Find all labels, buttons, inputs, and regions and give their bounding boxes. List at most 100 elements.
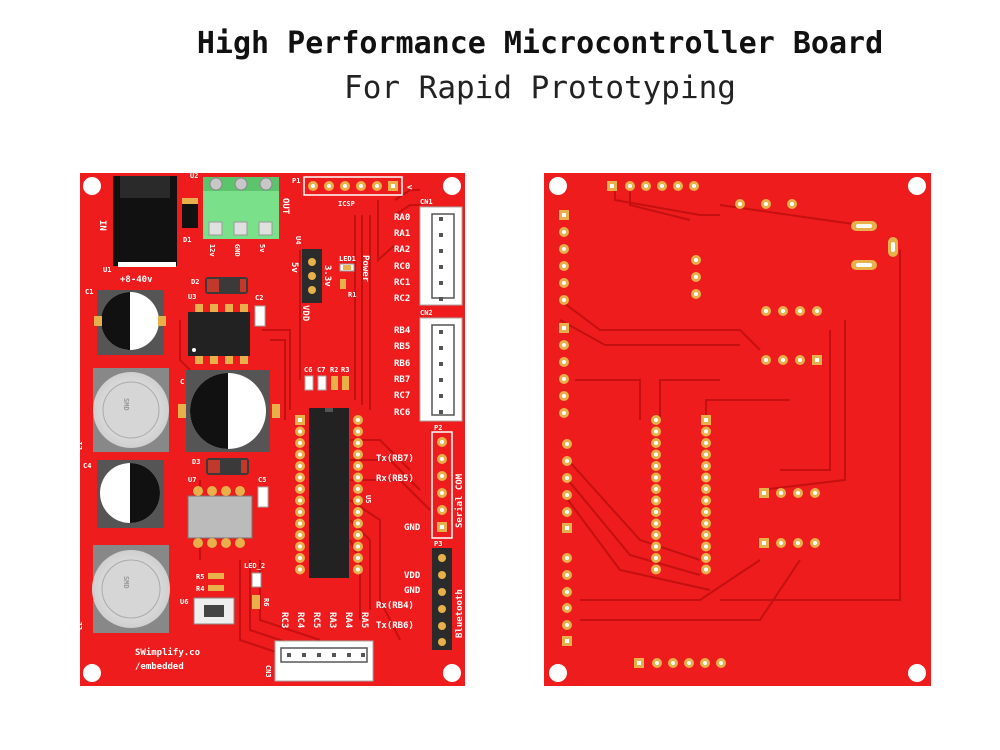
gnd-serial-label: GND — [404, 523, 421, 533]
txrb6-label: Tx(RB6) — [376, 621, 414, 631]
power-label: Power — [360, 255, 370, 283]
smd1-label: SMD — [122, 398, 130, 411]
microcontroller-u5 — [309, 408, 349, 578]
r1 — [340, 279, 346, 289]
svg-text:RA3: RA3 — [327, 612, 337, 628]
smd2-label: SMD — [122, 576, 130, 589]
led2 — [251, 572, 262, 588]
brand-line1: SWimplify.co — [135, 647, 200, 658]
bluetooth-label: Bluetooth — [455, 589, 465, 638]
txrb7-label: Tx(RB7) — [376, 454, 414, 464]
svg-text:RC0: RC0 — [394, 262, 410, 272]
back-board-substrate — [544, 173, 931, 686]
small-passives — [304, 375, 349, 391]
serial-header-p2 — [431, 431, 453, 539]
v5-top-label: 5v — [258, 244, 266, 252]
back-pads — [559, 181, 822, 668]
r5 — [208, 573, 224, 579]
rxrb5-label: Rx(RB5) — [376, 474, 414, 484]
cn2-label: CN2 — [420, 309, 433, 317]
p3-label: P3 — [434, 540, 442, 548]
svg-text:RC2: RC2 — [394, 294, 410, 304]
u2-label: U2 — [190, 172, 198, 180]
back-board — [544, 173, 931, 686]
vdd-sel-label: VDD — [300, 305, 310, 322]
u6-label: U6 — [180, 598, 188, 606]
svg-text:RA0: RA0 — [394, 213, 410, 223]
r4 — [208, 585, 224, 591]
back-traces — [559, 186, 901, 621]
svg-text:RA1: RA1 — [394, 229, 410, 239]
c5-label: C5 — [258, 476, 266, 484]
svg-text:RB6: RB6 — [394, 359, 410, 369]
cn3-pin-labels: RC3 RC4 RC5 RA3 RA4 RA5 — [279, 612, 369, 629]
back-oval-pads — [851, 221, 898, 270]
r6 — [252, 595, 260, 609]
gnd-bt-label: GND — [404, 586, 421, 596]
u7-label: U7 — [188, 476, 196, 484]
l1-label: L1 — [76, 442, 84, 450]
p3-pins — [438, 554, 446, 646]
u5-label: U5 — [364, 495, 372, 503]
voltage-label: +8-40v — [120, 275, 153, 285]
u3-label: U3 — [188, 293, 196, 301]
l2-label: L2 — [76, 622, 84, 630]
c6-label: C6 — [304, 366, 312, 374]
p1-label: P1 — [292, 177, 300, 185]
svg-text:RC7: RC7 — [394, 391, 410, 401]
d1-label: D1 — [183, 236, 191, 244]
capacitor-c5 — [257, 486, 269, 508]
cn3-pins — [287, 653, 365, 657]
bluetooth-header-p3 — [432, 548, 452, 650]
front-mounting-holes — [83, 177, 461, 682]
cn1-connector — [419, 206, 463, 306]
icsp-header — [303, 176, 403, 196]
svg-text:RC6: RC6 — [394, 408, 410, 418]
cn2-connector — [419, 317, 463, 422]
d3-label: D3 — [192, 458, 200, 466]
icsp-label: ICSP — [338, 200, 355, 208]
led2-label: LED_2 — [244, 562, 265, 570]
u1-label: U1 — [103, 266, 111, 274]
d2-label: D2 — [191, 278, 199, 286]
svg-text:RA4: RA4 — [343, 612, 353, 629]
c4-label: C4 — [83, 462, 91, 470]
front-board: IN U1 +8-40v D1 U2 OUT 12v GND 5v — [76, 172, 465, 686]
svg-text:RC5: RC5 — [311, 612, 321, 628]
rxrb4-label: Rx(RB4) — [376, 601, 414, 611]
cn1-pin-labels: RA0 RA1 RA2 RC0 RC1 RC2 — [394, 213, 410, 304]
cn2-pin-labels: RB4 RB5 RB6 RB7 RC7 RC6 — [394, 326, 411, 418]
brand-line2: /embedded — [135, 662, 184, 672]
back-mounting-holes — [549, 177, 926, 682]
serial-com-label: Serial COM — [454, 473, 465, 528]
led1-label: LED1 — [339, 255, 356, 263]
c1-label: C1 — [85, 288, 93, 296]
v5-label: 5v — [289, 262, 299, 273]
u4-label: U4 — [294, 236, 302, 244]
out-label: OUT — [280, 198, 290, 215]
svg-text:RB4: RB4 — [394, 326, 411, 336]
u5-pins — [295, 415, 363, 575]
r1-label: R1 — [348, 291, 356, 299]
gnd-top-label: GND — [233, 244, 241, 257]
cn3-label: CN3 — [264, 665, 272, 678]
cn2-pins — [439, 330, 443, 414]
r3-label: R3 — [341, 366, 349, 374]
svg-text:RC4: RC4 — [295, 612, 305, 629]
svg-text:RA5: RA5 — [359, 612, 369, 628]
cn1-label: CN1 — [420, 198, 433, 206]
vdd-bt-label: VDD — [404, 571, 421, 581]
c2-label: C2 — [255, 294, 263, 302]
terminal-screws — [208, 177, 273, 236]
r6-label: R6 — [262, 598, 270, 606]
diode-d1 — [182, 198, 198, 228]
p2-label: P2 — [434, 424, 442, 432]
module-u7 — [187, 495, 253, 539]
svg-text:RC1: RC1 — [394, 278, 410, 288]
svg-text:RB5: RB5 — [394, 342, 410, 352]
r5-label: R5 — [196, 573, 204, 581]
v33-label: 3.3v — [322, 265, 332, 287]
arrow-label: < — [407, 183, 413, 193]
p2-pins — [437, 437, 447, 532]
